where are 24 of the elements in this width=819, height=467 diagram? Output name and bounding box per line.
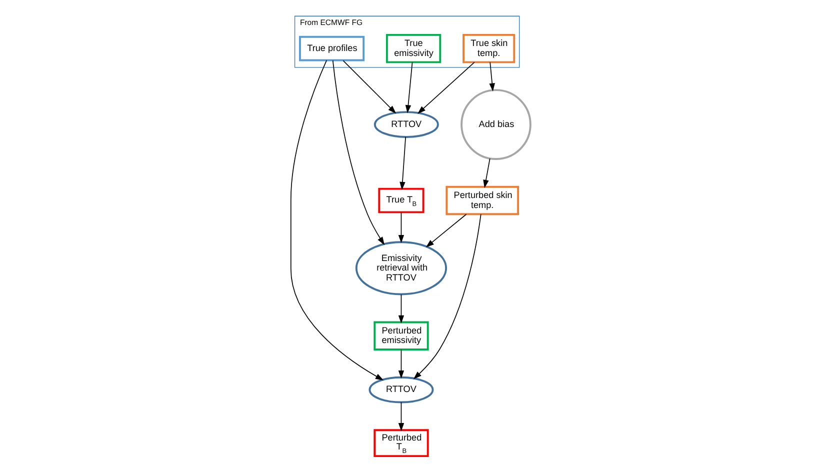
arrow [488,62,494,92]
node-box: Perturbed skin temp. [445,186,519,216]
arrow [482,158,490,188]
node-box: True T$_{B}$ [378,188,424,214]
arrow [398,402,404,432]
node-ellipse: RTTOV [373,111,438,138]
arrow [412,214,481,380]
node-box: Perturbed T$_{B}$ [373,429,428,458]
node-box: True profiles [298,36,364,62]
arrow [398,349,404,379]
arrow [399,136,406,190]
node-ellipse: RTTOV [368,376,434,404]
node-box: True emissivity [385,34,441,64]
arrow [290,60,384,380]
node-circle: Add bias [460,89,531,160]
arrow [417,62,474,114]
arrow [398,294,404,324]
arrow [398,212,404,244]
arrow [404,62,412,114]
node-box: Perturbed emissivity [373,321,428,350]
arrow [332,60,384,246]
node-box: True skin temp. [462,34,515,64]
arrow [425,214,466,248]
arrow [342,60,396,114]
